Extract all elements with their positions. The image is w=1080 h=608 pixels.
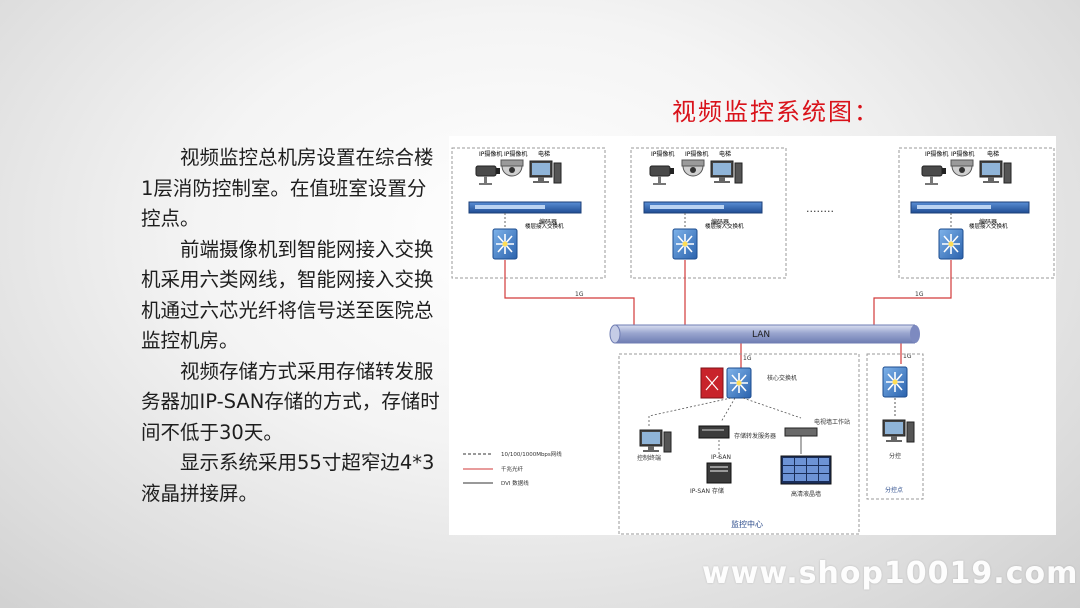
firewall-icon (700, 367, 724, 399)
camera-label: IP摄像机 (951, 150, 974, 158)
description-paragraph: 显示系统采用55寸超窄边4*3液晶拼接屏。 (141, 451, 435, 505)
encoder-label: 编码器 (979, 218, 997, 226)
elevator-label: 电梯 (987, 150, 999, 158)
elevator-monitor-icon (529, 160, 562, 184)
watermark: www.shop10019.com (702, 556, 1079, 591)
access-switch-icon (492, 228, 518, 260)
storage-server-label: 存储转发服务器 (734, 432, 776, 440)
fiber-links (504, 260, 952, 368)
camera-label: IP摄像机 (925, 150, 948, 158)
bullet-camera-icon (921, 165, 947, 186)
floor-group: IP摄像机 IP摄像机 电梯 编码器 楼层接入交换机 (898, 147, 1055, 279)
camera-label: IP摄像机 (479, 150, 502, 158)
description-paragraph: 前端摄像机到智能网接入交换机采用六类网线，智能网接入交换机通过六芯光纤将信号送至… (141, 237, 434, 353)
elevator-monitor-icon (979, 160, 1012, 184)
camera-label: IP摄像机 (685, 150, 708, 158)
ellipsis-text: ........ (806, 202, 834, 215)
bullet-camera-icon (649, 165, 675, 186)
monitoring-center-box (618, 353, 860, 535)
control-terminal-label: 控制终端 (637, 454, 661, 462)
fiber-tag: 1G (903, 353, 912, 360)
access-switch-label: 楼层接入交换机 (705, 222, 744, 230)
access-switch-label: 楼层接入交换机 (969, 222, 1008, 230)
description-text: 视频监控总机房设置在综合楼1层消防控制室。在值班室设置分控点。 前端摄像机到智能… (141, 143, 441, 509)
legend-label: 千兆光纤 (501, 465, 524, 473)
elevator-monitor-icon (710, 160, 743, 184)
storage-server-icon (698, 425, 730, 439)
sub-control-box (866, 353, 924, 500)
sub-control-switch-icon (882, 366, 908, 398)
dome-camera-icon (950, 159, 974, 177)
fiber-tag: 1G (743, 355, 752, 362)
sub-control-label: 分控 (889, 452, 901, 460)
floor-group: IP摄像机 IP摄像机 电梯 编码器 楼层接入交换机 (451, 147, 606, 279)
description-paragraph: 视频存储方式采用存储转发服务器加IP-SAN存储的方式，存储时间不低于30天。 (141, 359, 440, 444)
access-switch-label: 楼层接入交换机 (525, 222, 564, 230)
ipsan-storage-label: IP-SAN 存储 (690, 487, 724, 495)
legend-label: 10/100/1000Mbps网线 (501, 450, 562, 458)
tv-workstation-icon (784, 427, 818, 437)
video-wall-label: 高清液晶墙 (791, 490, 821, 498)
lan-backbone (609, 324, 920, 344)
dome-camera-icon (681, 159, 705, 177)
bullet-camera-icon (475, 165, 501, 186)
sub-control-terminal-icon (882, 419, 915, 443)
encoder-label: 编码器 (539, 218, 557, 226)
legend: 10/100/1000Mbps网线 千兆光纤 DVI 数据线 (463, 450, 562, 487)
core-switch-label: 核心交换机 (767, 374, 797, 382)
elevator-label: 电梯 (719, 150, 731, 158)
legend-label: DVI 数据线 (501, 479, 529, 487)
elevator-label: 电梯 (538, 150, 550, 158)
control-terminal-icon (639, 429, 672, 453)
video-wall-icon (780, 455, 832, 485)
lan-label: LAN (752, 330, 770, 340)
encoder-label: 编码器 (711, 218, 729, 226)
access-switch-icon (938, 228, 964, 260)
network-diagram-svg: IP摄像机 IP摄像机 电梯 编码器 楼层接入交换机 IP摄像机 IP摄像机 电… (451, 147, 1055, 535)
camera-label: IP摄像机 (651, 150, 674, 158)
ipsan-storage-icon (706, 462, 732, 484)
ipsan-label: IP-SAN (711, 454, 731, 461)
tv-workstation-label: 电视墙工作站 (814, 418, 850, 426)
floor-group: IP摄像机 IP摄像机 电梯 编码器 楼层接入交换机 (630, 147, 787, 279)
sub-control-point-label: 分控点 (885, 486, 903, 494)
dome-camera-icon (500, 159, 524, 177)
core-switch-icon (726, 367, 752, 399)
camera-label: IP摄像机 (504, 150, 527, 158)
network-diagram: IP摄像机 IP摄像机 电梯 编码器 楼层接入交换机 IP摄像机 IP摄像机 电… (449, 136, 1056, 535)
access-switch-icon (672, 228, 698, 260)
fiber-tag: 1G (915, 291, 924, 298)
center-links (648, 397, 802, 460)
monitoring-center-label: 监控中心 (731, 519, 763, 529)
description-paragraph: 视频监控总机房设置在综合楼1层消防控制室。在值班室设置分控点。 (141, 146, 434, 230)
fiber-tag: 1G (575, 291, 584, 298)
diagram-title: 视频监控系统图： (672, 98, 880, 126)
